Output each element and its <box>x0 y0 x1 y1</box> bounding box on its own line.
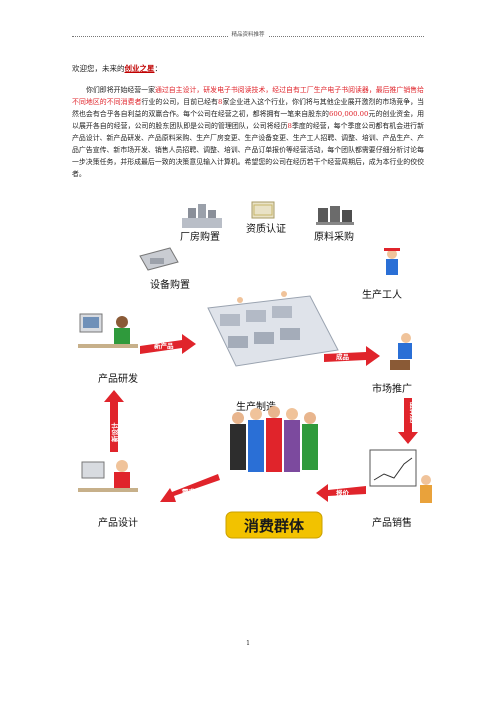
sales-chart-icon <box>369 449 432 503</box>
label-sales: 产品销售 <box>372 516 412 529</box>
materials-icon <box>316 206 354 225</box>
page-header: 精品资料推荐 <box>0 30 496 38</box>
consumers-banner <box>225 511 323 539</box>
svg-text:报价: 报价 <box>336 488 350 497</box>
rnd-icon <box>78 313 138 348</box>
greeting-line: 欢迎您，未来的创业之星： <box>72 63 162 74</box>
company-count: 8 <box>218 98 223 106</box>
arrow-new-product: 新产品 <box>140 334 196 354</box>
greeting-prefix: 欢迎您，未来的 <box>72 64 125 73</box>
greeting-highlight: 创业之星 <box>124 64 155 73</box>
para-highlight: 通过自主设计，研发电子书阅读技术，经过自有工厂生产电子书阅读器，最后推广销售给不… <box>72 86 424 106</box>
para-text: 家企业进入这个行业，你们将与其他企业展开激烈的市场竞争，当然也会有合乎各自利益的… <box>72 98 425 118</box>
svg-text:新设计: 新设计 <box>110 422 119 442</box>
arrow-demand: 需求 <box>160 474 220 502</box>
svg-text:成品: 成品 <box>336 352 350 361</box>
marketing-icon <box>390 333 412 370</box>
quarter-count: 8 <box>287 122 292 130</box>
svg-text:新产品: 新产品 <box>154 341 174 350</box>
label-manufacturing: 生产制造 <box>236 400 276 413</box>
svg-text:品牌推广: 品牌推广 <box>409 402 418 429</box>
label-consumers: 消费群体 <box>244 517 305 535</box>
page-number: 1 <box>246 640 250 647</box>
startup-capital: 600,000.00 <box>328 110 369 118</box>
arrow-new-design: 新设计 <box>104 390 124 452</box>
para-text: 行业的公司，目前已经有 <box>141 98 219 106</box>
svg-text:需求: 需求 <box>182 487 196 496</box>
para-text: 元的创业资金，用以展开各自的经营，公司的股东团队即是公司的管理团队，公司将经历 <box>72 110 425 130</box>
label-workers: 生产工人 <box>362 288 402 301</box>
business-cycle-diagram: 厂房购置 资质认证 原料采购 设备购置 生产工人 生产制造 产品研发 市场推广 <box>78 201 432 539</box>
para-text: 季度的经营，每个季度公司都有机会进行新产品设计、新产品研发、产品原料采购、生产厂… <box>72 122 424 178</box>
arrow-promotion: 品牌推广 <box>398 398 418 444</box>
arrow-order: 报价 <box>316 484 366 502</box>
label-materials: 原料采购 <box>314 230 354 243</box>
worker-icon <box>384 248 400 275</box>
label-design: 产品设计 <box>98 516 138 529</box>
para-text: 你们即将开始经营一家 <box>86 86 155 94</box>
factory-icon <box>182 204 222 228</box>
certificate-icon <box>251 201 275 219</box>
greeting-suffix: ： <box>154 64 163 73</box>
label-factory: 厂房购置 <box>180 230 220 243</box>
label-rnd: 产品研发 <box>98 372 138 385</box>
equipment-icon <box>139 247 179 271</box>
arrow-finished: 成品 <box>324 346 380 366</box>
label-equipment: 设备购置 <box>150 278 190 291</box>
label-qualification: 资质认证 <box>246 222 286 235</box>
production-line-icon <box>207 291 339 367</box>
consumers-icon <box>230 406 318 472</box>
intro-paragraph: 你们即将开始经营一家通过自主设计，研发电子书阅读技术，经过自有工厂生产电子书阅读… <box>72 84 424 180</box>
design-icon <box>78 460 138 492</box>
label-marketing: 市场推广 <box>372 382 412 395</box>
